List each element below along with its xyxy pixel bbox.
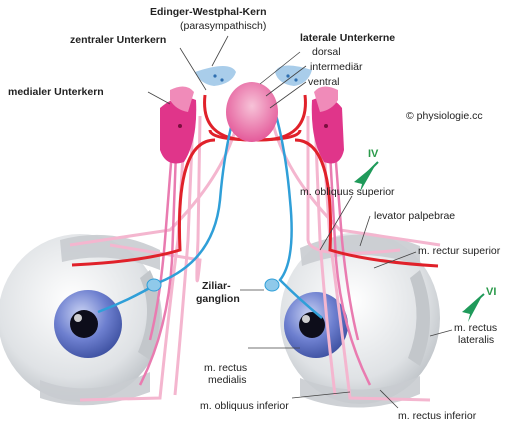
label-obliquus-superior: m. obliquus superior [300,186,395,198]
label-zentraler: zentraler Unterkern [70,34,167,46]
label-rectus-medialis-1: m. rectus [204,362,248,374]
label-rectus-medialis-2: medialis [208,374,247,386]
label-medialer: medialer Unterkern [8,86,104,98]
label-copyright: © physiologie.cc [406,110,483,122]
pink-fibers [138,149,372,386]
ciliary-ganglion-left [146,278,162,292]
leader-lines [147,35,453,409]
nucleus-complex [160,65,344,164]
medial-nucleus-right [311,97,344,164]
label-rectus-lateralis-1: m. rectus [454,322,498,334]
label-dorsal: dorsal [312,46,341,58]
label-ew-sub: (parasympathisch) [180,20,267,32]
label-rectur-superior: m. rectur superior [418,245,501,257]
label-nerve-iv: IV [368,148,379,160]
label-obliquus-inferior: m. obliquus inferior [200,400,289,412]
label-ew-title: Edinger-Westphal-Kern [150,6,267,18]
arrow-vi-icon [462,293,485,322]
label-rectus-inferior: m. rectus inferior [398,410,477,422]
arrow-iv-icon [354,161,379,192]
medial-nucleus-left [160,97,197,164]
label-levator: levator palpebrae [374,210,456,222]
ciliary-ganglion-right [264,278,280,292]
label-ziliar-1: Ziliar- [202,280,231,292]
label-laterale: laterale Unterkerne [300,32,396,44]
label-ventral: ventral [308,76,340,88]
label-nerve-vi: VI [486,286,497,298]
label-ziliar-2: ganglion [196,293,240,305]
blue-fibers [97,94,323,319]
left-pupil [70,310,98,338]
label-intermediaer: intermediär [310,61,363,73]
central-nucleus [226,82,278,142]
label-rectus-lateralis-2: lateralis [458,334,495,346]
